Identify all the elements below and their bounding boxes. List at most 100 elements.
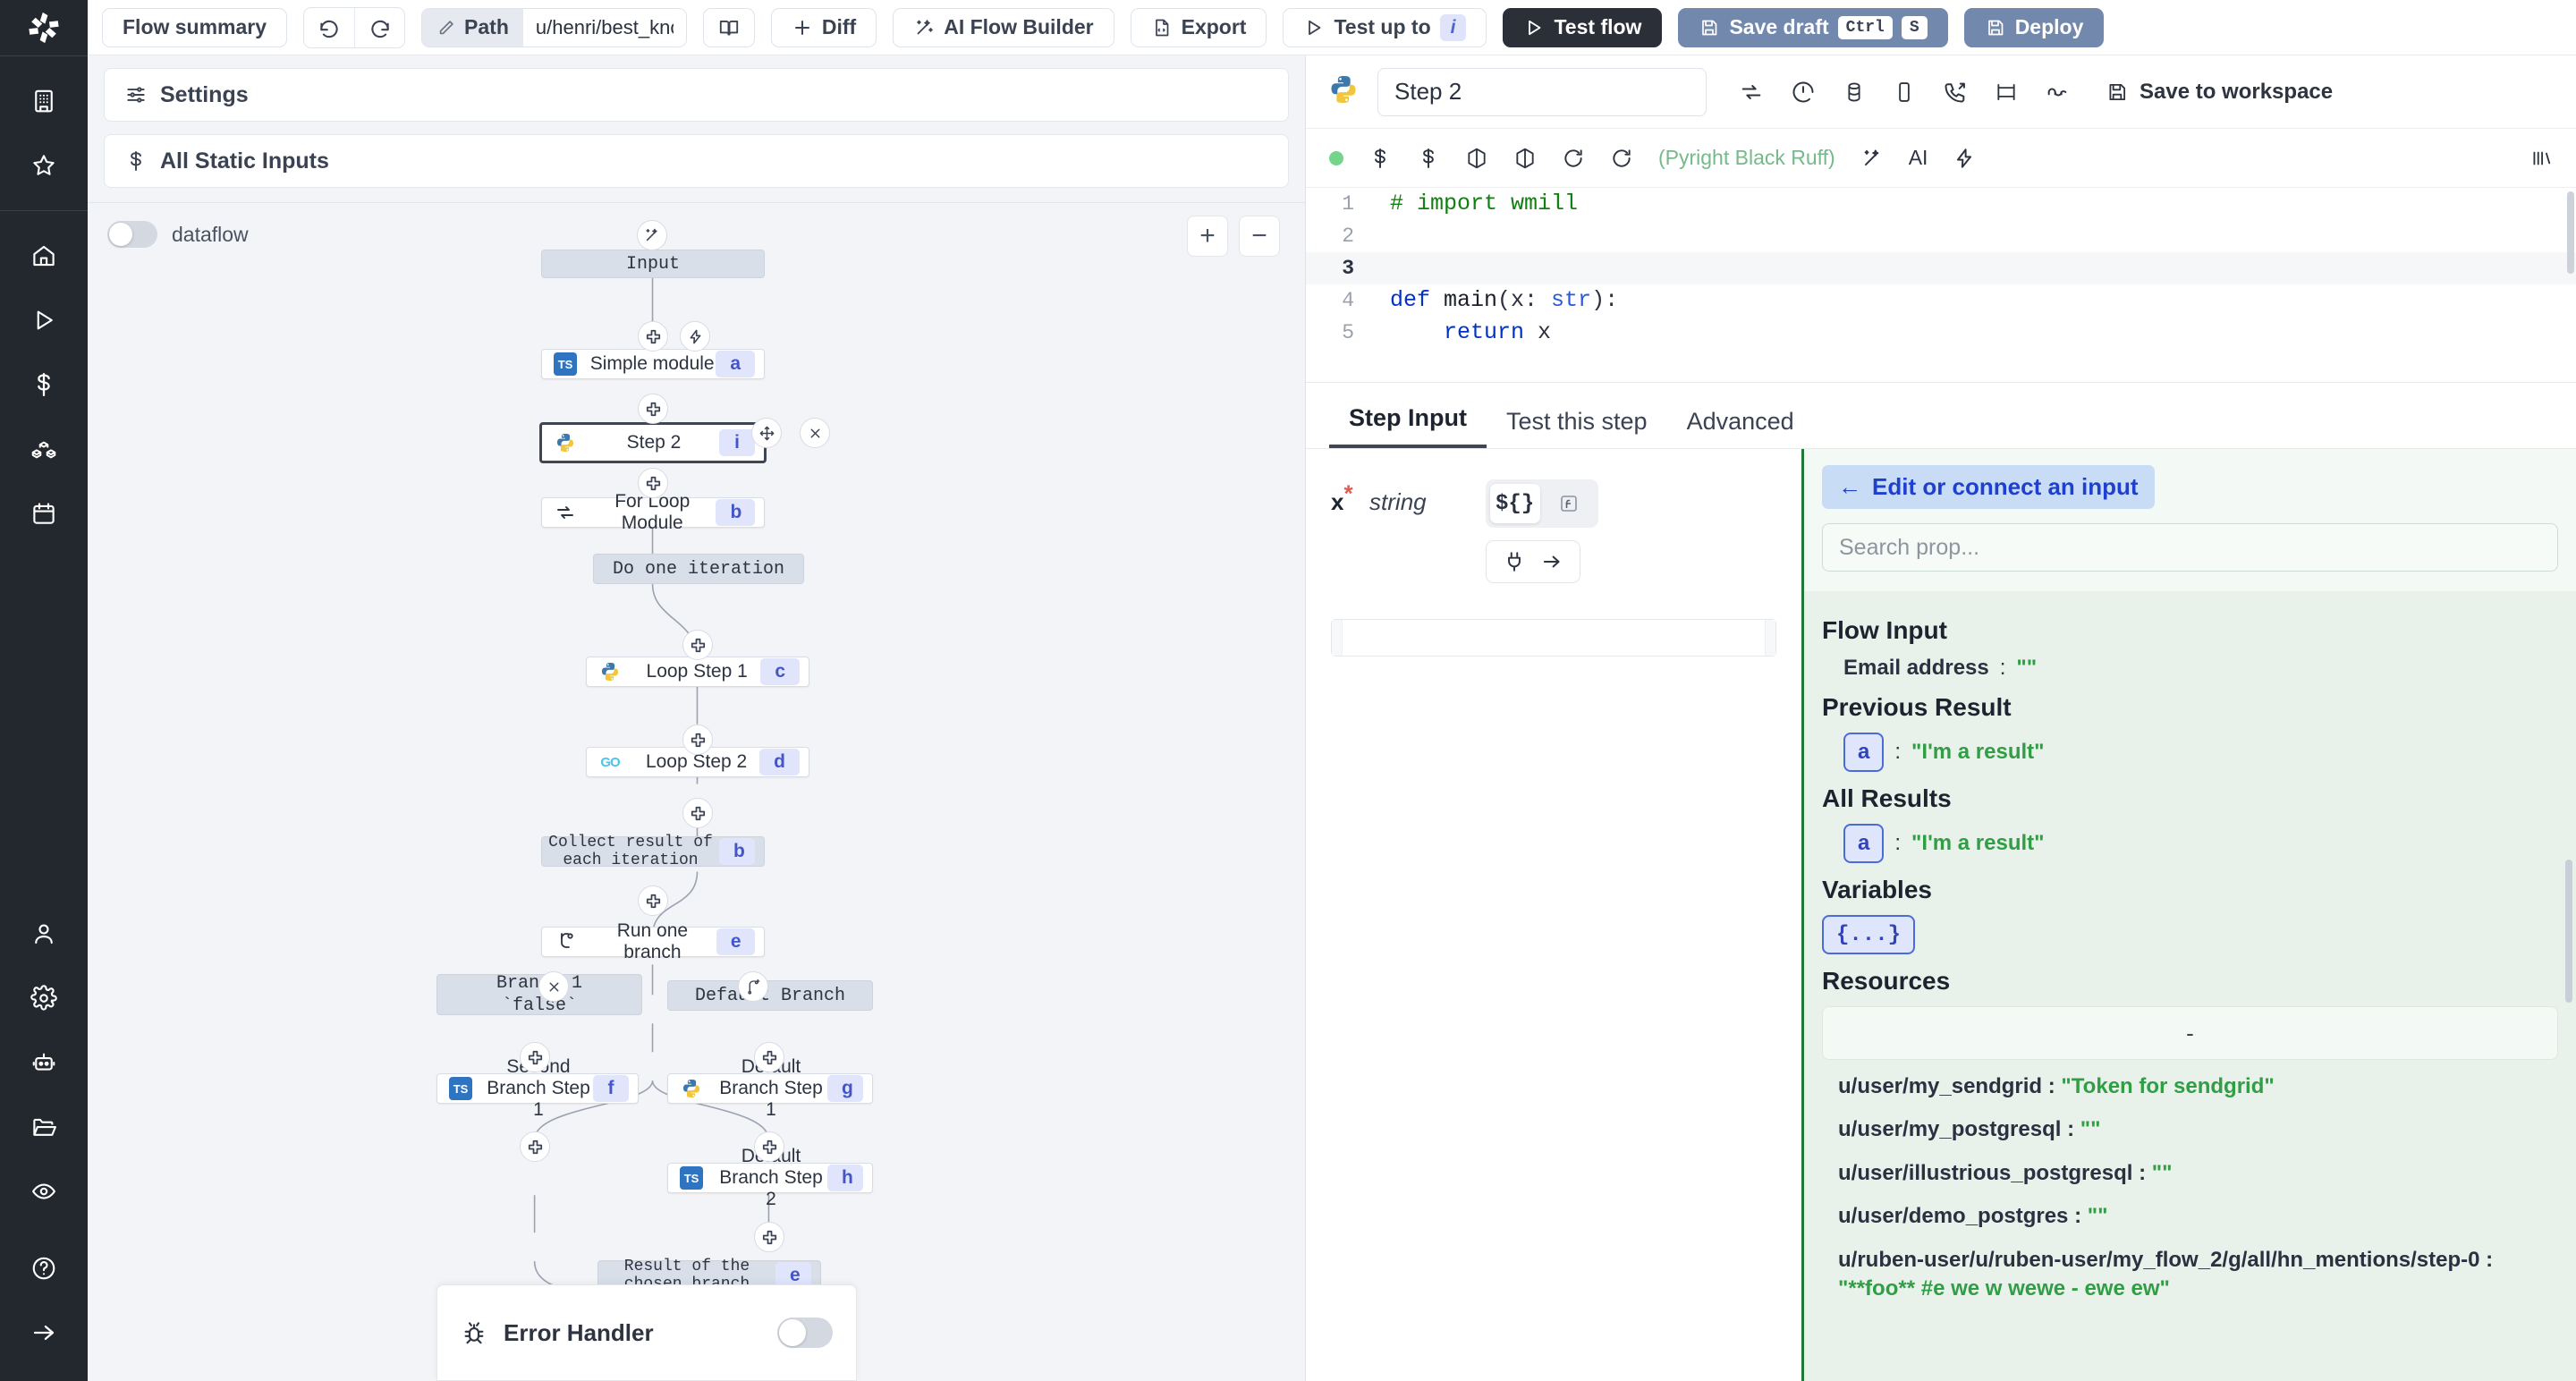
sidebar-item-home[interactable] — [17, 224, 71, 288]
move-node-handle[interactable] — [751, 418, 782, 448]
sidebar-item-audit-logs[interactable] — [17, 1159, 71, 1224]
tab-advanced[interactable]: Advanced — [1686, 408, 1794, 435]
resource-row[interactable]: u/user/demo_postgres : "" — [1838, 1202, 2558, 1231]
connect-panel-scrollbar[interactable] — [2565, 860, 2572, 1003]
sidebar-item-workspace[interactable] — [17, 69, 71, 133]
flow-node-g[interactable]: Default Branch Step 1 g — [667, 1056, 873, 1120]
variables-row[interactable]: {...} — [1822, 915, 2558, 954]
flow-summary-button[interactable]: Flow summary — [102, 7, 288, 47]
flow-input-row[interactable]: Email address : "" — [1843, 656, 2558, 681]
step-name-input[interactable] — [1377, 67, 1707, 116]
mobile-icon[interactable] — [1893, 80, 1916, 104]
flow-node-e[interactable]: Run one branch e — [541, 920, 765, 962]
database-icon[interactable] — [1843, 80, 1866, 104]
sidebar-item-help[interactable] — [17, 1236, 71, 1301]
flow-node-step-2[interactable]: Step 2 i — [539, 422, 767, 463]
add-step-button[interactable] — [754, 1222, 784, 1252]
value-input-body[interactable] — [1343, 620, 1765, 656]
add-step-button[interactable] — [638, 321, 668, 352]
mode-function-button[interactable] — [1544, 484, 1594, 523]
ai-icon[interactable] — [1860, 147, 1884, 170]
delete-branch-button[interactable] — [538, 971, 569, 1002]
connect-panel-body[interactable]: Flow Input Email address : "" Previous R… — [1804, 591, 2576, 1381]
export-button[interactable]: Export — [1130, 7, 1267, 47]
package-icon[interactable] — [1465, 147, 1488, 170]
tab-step-input[interactable]: Step Input — [1329, 404, 1487, 448]
resource-row[interactable]: u/user/illustrious_postgresql : "" — [1838, 1159, 2558, 1188]
variables-pill[interactable]: {...} — [1822, 915, 1916, 954]
add-step-button[interactable] — [682, 724, 713, 755]
ai-label[interactable]: AI — [1908, 146, 1928, 169]
all-results-row[interactable]: a : "I'm a result" — [1843, 824, 2558, 863]
delete-node-button[interactable] — [800, 418, 830, 448]
minimap-icon[interactable] — [2529, 147, 2553, 170]
add-step-button[interactable] — [520, 1131, 550, 1162]
sidebar-item-runs[interactable] — [17, 288, 71, 352]
test-up-to-button[interactable]: Test up to i — [1283, 7, 1487, 47]
redo-icon[interactable] — [354, 7, 405, 47]
flow-node-a[interactable]: TS Simple module a — [541, 349, 765, 379]
dataflow-toggle[interactable]: dataflow — [107, 221, 249, 248]
add-step-button[interactable] — [754, 1131, 784, 1162]
add-step-button[interactable] — [638, 885, 668, 916]
flow-node-h[interactable]: TS Default Branch Step 2 h — [667, 1146, 873, 1209]
add-branch-button[interactable] — [738, 971, 768, 1002]
docs-button[interactable] — [702, 7, 755, 47]
diff-button[interactable]: Diff — [770, 7, 877, 47]
add-step-button[interactable] — [520, 1042, 550, 1072]
retry-icon[interactable] — [1943, 80, 1968, 105]
error-handler-toggle[interactable] — [777, 1317, 833, 1348]
flow-node-default-branch[interactable]: Default Branch — [667, 980, 873, 1011]
resource-row[interactable]: u/user/my_postgresql : "" — [1838, 1115, 2558, 1144]
reload-icon[interactable] — [1562, 147, 1585, 170]
ai-suggest-node[interactable] — [637, 220, 667, 250]
resource-selector[interactable]: - — [1822, 1006, 2558, 1060]
sidebar-item-resources[interactable] — [17, 417, 71, 481]
windmill-logo[interactable] — [0, 0, 88, 55]
flow-canvas[interactable]: dataflow + − — [88, 202, 1305, 1381]
previous-result-row[interactable]: a : "I'm a result" — [1843, 733, 2558, 772]
resource-row[interactable]: u/ruben-user/u/ruben-user/my_flow_2/g/al… — [1838, 1246, 2558, 1304]
add-step-button[interactable] — [754, 1042, 784, 1072]
lightning-icon[interactable] — [1953, 147, 1976, 170]
sidebar-item-favorites[interactable] — [17, 133, 71, 198]
connect-input-button[interactable] — [1485, 540, 1580, 583]
code-scrollbar[interactable] — [2567, 191, 2574, 274]
all-static-inputs-row[interactable]: All Static Inputs — [104, 134, 1289, 188]
path-input[interactable] — [522, 8, 686, 47]
reload-icon[interactable] — [1610, 147, 1633, 170]
zoom-out-button[interactable]: − — [1239, 216, 1280, 257]
path-field[interactable]: Path — [421, 7, 687, 47]
add-step-button[interactable] — [682, 798, 713, 828]
arg-value-input[interactable] — [1331, 619, 1776, 657]
save-to-workspace-button[interactable]: Save to workspace — [2106, 80, 2333, 105]
ai-flow-builder-button[interactable]: AI Flow Builder — [893, 7, 1114, 47]
sidebar-item-schedules[interactable] — [17, 481, 71, 546]
flow-settings-row[interactable]: Settings — [104, 68, 1289, 122]
format-icon[interactable] — [1368, 147, 1392, 170]
add-step-button[interactable] — [682, 630, 713, 660]
result-pill[interactable]: a — [1843, 824, 1885, 863]
edit-or-connect-input-button[interactable]: ← Edit or connect an input — [1822, 465, 2155, 509]
flow-node-f[interactable]: TS Second Branch Step 1 f — [436, 1056, 639, 1120]
dataflow-switch[interactable] — [107, 221, 157, 248]
flow-node-input[interactable]: Input — [541, 250, 765, 278]
result-pill[interactable]: a — [1843, 733, 1885, 772]
sidebar-item-expand[interactable] — [17, 1301, 71, 1365]
add-step-button[interactable] — [638, 468, 668, 498]
search-prop-input[interactable] — [1822, 523, 2558, 572]
flow-node-collect[interactable]: Collect result of each iteration b — [541, 834, 765, 869]
flow-node-b[interactable]: For Loop Module b — [541, 491, 765, 533]
flow-node-c[interactable]: Loop Step 1 c — [586, 657, 809, 687]
suspend-icon[interactable] — [2045, 80, 2070, 105]
deploy-button[interactable]: Deploy — [1963, 7, 2105, 47]
sidebar-item-folders[interactable] — [17, 1095, 71, 1159]
flow-node-do-one-iteration[interactable]: Do one iteration — [593, 554, 804, 584]
zoom-in-button[interactable]: + — [1187, 216, 1228, 257]
add-trigger-button[interactable] — [680, 321, 710, 352]
add-step-button[interactable] — [638, 394, 668, 424]
sidebar-item-user[interactable] — [17, 902, 71, 966]
error-handler-panel[interactable]: Error Handler — [436, 1284, 857, 1381]
cache-icon[interactable] — [1995, 80, 2018, 104]
test-flow-button[interactable]: Test flow — [1503, 7, 1663, 47]
